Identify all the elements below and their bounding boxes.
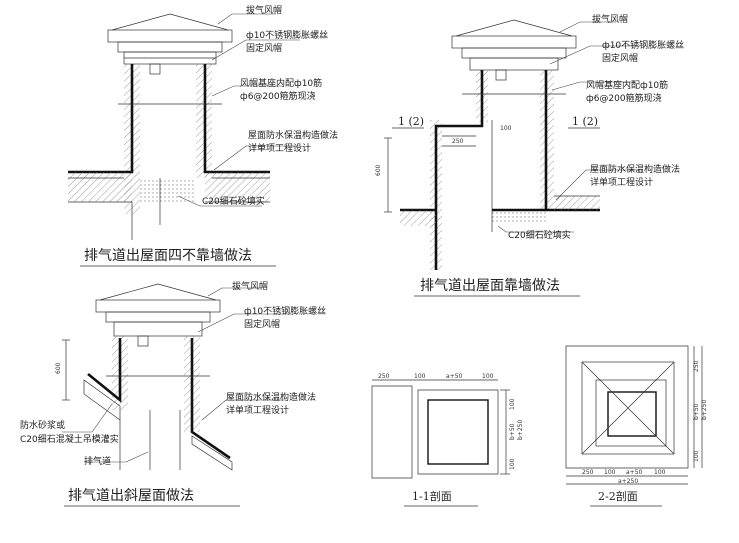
label-roof-3a: 屋面防水保温构造做法 <box>226 391 316 403</box>
dim-2-a250: a+250 <box>618 478 638 485</box>
label-roof-2a: 屋面防水保温构造做法 <box>590 163 680 175</box>
leaders-1 <box>177 13 300 207</box>
dim-1-a50: a+50 <box>446 373 463 380</box>
section-1-1 <box>371 379 510 479</box>
dim-2-100b: 100 <box>654 469 666 476</box>
label-bolt-1a: ф10不锈钢膨胀螺丝 <box>246 29 328 41</box>
title-section-2-2: 2-2剖面 <box>598 489 638 503</box>
label-fill-1: C20细石砼填实 <box>202 195 265 207</box>
label-roof-2b: 详单项工程设计 <box>590 176 653 188</box>
label-bolt-2b: 固定风帽 <box>602 52 638 64</box>
label-roof-3b: 详单项工程设计 <box>226 404 289 416</box>
dim-2-250: 250 <box>582 469 594 476</box>
dim-2-100c: 100 <box>693 450 700 462</box>
title-against-wall: 排气道出屋面靠墙做法 <box>420 278 560 294</box>
label-bolt-3b: 固定风帽 <box>244 318 280 330</box>
dim-2-250v: 250 <box>693 360 700 372</box>
label-cap-2: 拔气风帽 <box>592 13 628 25</box>
dim-600-wall: 600 <box>375 164 382 176</box>
dim-1-100c: 100 <box>509 398 516 410</box>
detail-free-standing <box>68 13 270 240</box>
cap-hood-2 <box>451 19 577 81</box>
cap-hood-1 <box>107 13 233 75</box>
dim-2-b50: b+50 <box>693 403 700 420</box>
label-bolt-1b: 固定风帽 <box>246 42 282 54</box>
label-duct: 排气道 <box>84 455 111 467</box>
title-free-standing: 排气道出屋面四不靠墙做法 <box>84 248 252 264</box>
dim-1-b50: b+50 <box>509 423 516 440</box>
label-rebar-2a: 风帽基座内配ф10筋 <box>586 79 668 91</box>
label-bolt-3a: ф10不锈钢膨胀螺丝 <box>244 305 326 317</box>
label-bolt-2a: ф10不锈钢膨胀螺丝 <box>602 39 684 51</box>
dim-2-100a: 100 <box>604 469 616 476</box>
section-mark-left: 1 (2) <box>398 115 424 128</box>
label-cap-3: 拔气风帽 <box>232 280 268 292</box>
label-concrete: C20细石混凝土吊模灌实 <box>20 433 119 445</box>
cap-hood-3 <box>95 283 221 347</box>
label-cap-1: 拔气风帽 <box>246 4 282 16</box>
dim-1-b250: b+250 <box>517 420 524 440</box>
label-mortar: 防水砂浆或 <box>20 419 65 431</box>
leaders-2 <box>497 21 640 233</box>
label-rebar-2b: ф6@200箍筋现浇 <box>586 92 662 104</box>
detail-against-wall <box>384 19 600 270</box>
label-rebar-1a: 风帽基座内配ф10筋 <box>240 77 322 89</box>
section-2-2 <box>565 345 703 485</box>
dim-2-a50: a+50 <box>626 469 643 476</box>
section-mark-right: 1 (2) <box>572 115 598 128</box>
label-rebar-1b: ф6@200箍筋现浇 <box>240 90 316 102</box>
dim-2-b250: b+250 <box>701 400 708 420</box>
title-sloped-roof: 排气道出斜屋面做法 <box>68 488 194 504</box>
dim-600-slope: 600 <box>55 362 62 374</box>
detail-sloped-roof <box>62 283 233 471</box>
label-fill-2: C20细石砼填实 <box>508 229 571 241</box>
dim-1-250: 250 <box>378 373 390 380</box>
dim-1-100d: 100 <box>509 458 516 470</box>
label-roof-1a: 屋面防水保温构造做法 <box>248 129 338 141</box>
dim-250-wall: 250 <box>452 138 464 145</box>
dim-1-100b: 100 <box>482 373 494 380</box>
title-section-1-1: 1-1剖面 <box>412 489 452 503</box>
dim-100-wall: 100 <box>500 125 512 132</box>
label-roof-1b: 详单项工程设计 <box>248 142 311 154</box>
dim-1-100a: 100 <box>414 373 426 380</box>
leaders-3 <box>62 287 290 463</box>
